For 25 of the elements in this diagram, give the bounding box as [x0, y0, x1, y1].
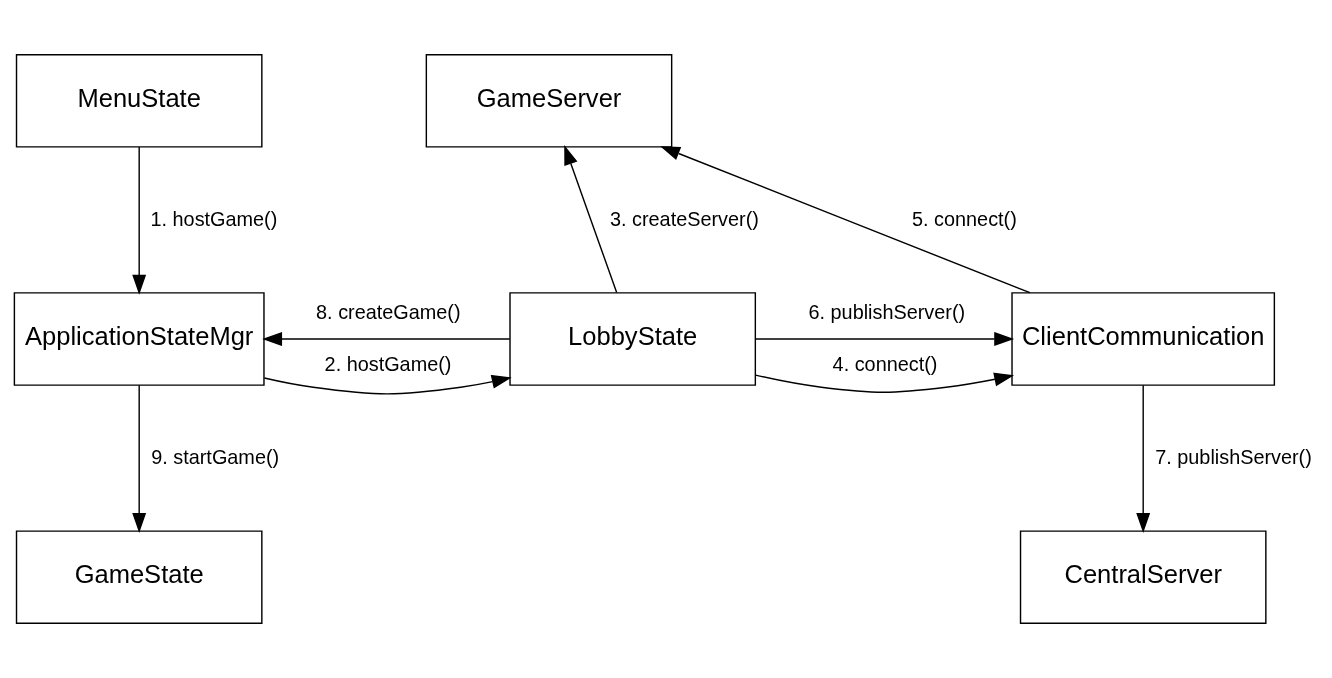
arrow [754, 372, 1015, 393]
edge-label: 6. publishServer() [808, 300, 966, 323]
arrow [263, 374, 512, 395]
node-box: GameServer [425, 53, 673, 148]
node-box: ClientCommunication [1011, 292, 1276, 386]
edge-label: 2. hostGame() [324, 353, 452, 376]
arrow [1136, 384, 1151, 533]
node-box: ApplicationStateMgr [13, 292, 265, 386]
edge-label: 8. createGame() [316, 300, 461, 323]
edge-label: 7. publishServer() [1155, 446, 1312, 469]
arrow [132, 146, 147, 295]
arrow [754, 332, 1015, 346]
edge-label: 5. connect() [912, 207, 1017, 230]
node-box: CentralServer [1019, 530, 1267, 625]
arrow [564, 144, 618, 294]
edge-label: 4. connect() [832, 353, 938, 376]
arrow [660, 146, 1031, 294]
edge-label: 9. startGame() [151, 446, 280, 469]
edge-label: 3. createServer() [609, 207, 759, 230]
arrow [132, 384, 147, 533]
arrow [262, 332, 511, 346]
node-box: LobbyState [509, 292, 757, 386]
edge-label: 1. hostGame() [150, 207, 278, 230]
node-box: GameState [15, 530, 263, 625]
node-box: MenuState [15, 53, 263, 148]
